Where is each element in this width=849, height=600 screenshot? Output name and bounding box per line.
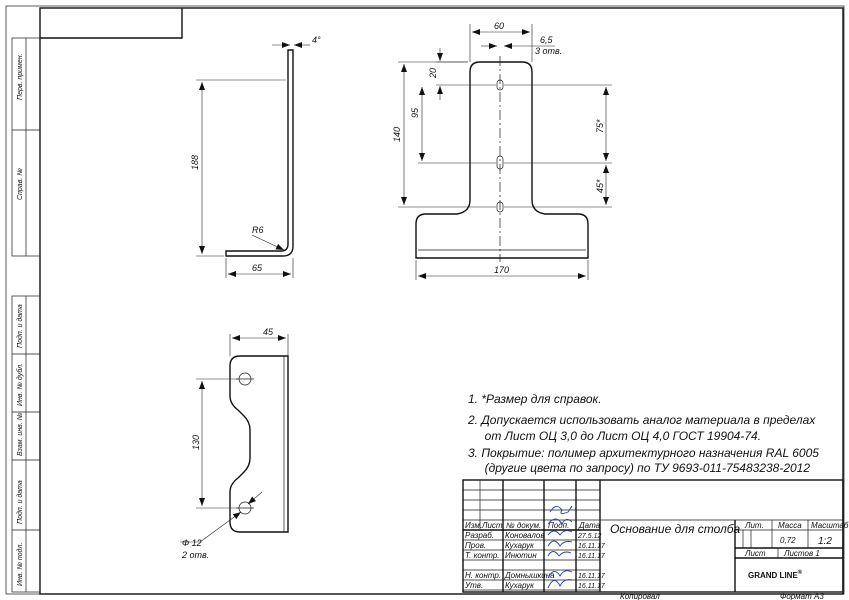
dim-angle: 4° [312, 35, 321, 45]
note-3: 3. Покрытие: полимер архитектурного назн… [468, 446, 819, 460]
sheet-label: Лист [744, 549, 766, 558]
label-inv-dubl: Инв. № дубл. [16, 363, 24, 406]
dim-base-width: 170 [494, 265, 509, 275]
row-role-tkontr: Т. контр. [465, 551, 500, 560]
signatures [547, 505, 573, 589]
row-role-nkontr: Н. контр. [465, 571, 501, 580]
dim-plate-hole-spacing: 130 [191, 435, 201, 450]
hdr-doc: № докум. [506, 521, 541, 530]
left-margin-columns [11, 37, 41, 593]
dim-hole-count: 3 отв. [535, 46, 562, 56]
row-role-prov: Пров. [465, 541, 486, 550]
copied-label: Копировал [620, 592, 660, 600]
company-logo: GRAND LINE® [748, 569, 803, 580]
side-view: 4° 188 R6 65 [190, 35, 321, 278]
sheets-label: Листов 1 [783, 549, 820, 558]
note-2-cont: от Лист ОЦ 3,0 до Лист ОЦ 4,0 ГОСТ 19904… [468, 429, 761, 443]
mass-label: Масса [778, 521, 802, 530]
dim-total-height: 140 [392, 127, 402, 142]
dim-height: 188 [190, 155, 200, 170]
dim-width-top: 60 [494, 21, 504, 31]
dim-lower-offset: 45* [595, 179, 605, 193]
row-name-prov: Кухарук [505, 541, 535, 550]
label-inv-podl: Инв. № подл. [16, 543, 24, 586]
plate-view: 45 130 Ф 12 2 отв. [180, 327, 289, 560]
drawing-title: Основание для столба [610, 522, 741, 536]
row-role-utv: Утв. [464, 581, 483, 590]
mass-value: 0,72 [780, 536, 796, 545]
row-date-tkontr: 16.11.17 [578, 553, 606, 560]
hdr-podp: Подп. [548, 521, 569, 530]
title-block: Изм. Лист № докум. Подп. Дата Разраб. Ко… [462, 479, 849, 600]
note-1: 1. *Размер для справок. [468, 392, 602, 406]
label-vzam-inv: Взам. инв. № [17, 412, 24, 456]
label-sprav-no: Справ. № [17, 168, 24, 200]
hdr-izm: Изм. [465, 521, 482, 530]
note-3-cont: (другие цвета по запросу) по ТУ 9693-011… [468, 461, 810, 475]
technical-notes: 1. *Размер для справок. 2. Допускается и… [467, 392, 819, 475]
hdr-list: Лист [481, 521, 503, 530]
dim-hole-dia: 6,5 [540, 35, 554, 45]
scale-value: 1:2 [818, 536, 832, 547]
row-name-tkontr: Инютин [505, 551, 537, 560]
left-margin-labels: Перв. примен. Справ. № Подп. и дата Инв.… [16, 53, 24, 586]
dim-base-length: 65 [252, 263, 263, 273]
format-label: Формат А3 [780, 592, 824, 600]
dim-plate-hole-dia: Ф 12 [182, 538, 202, 548]
row-date-utv: 16.11.17 [578, 583, 606, 590]
label-podp-data-2: Подп. и дата [16, 480, 24, 524]
row-date-prov: 16.11.17 [578, 543, 606, 550]
dim-plate-hole-count: 2 отв. [181, 550, 209, 560]
row-name-nkontr: Домнышкина [504, 571, 555, 580]
row-date-razrab: 27.5.12 [577, 533, 601, 540]
front-view: 60 6,5 3 отв. 20 95 140 75* 45* 1 [392, 21, 612, 280]
sheet-frame [5, 5, 845, 595]
note-2: 2. Допускается использовать аналог матер… [467, 413, 816, 427]
row-date-nkontr: 16.11.17 [578, 573, 606, 580]
dim-radius: R6 [252, 225, 264, 235]
scale-label: Масштаб [811, 521, 849, 530]
row-name-utv: Кухарук [505, 581, 535, 590]
lit-label: Лит. [744, 521, 764, 530]
row-role-razrab: Разраб. [465, 531, 494, 540]
dim-top-offset: 20 [428, 68, 438, 79]
hdr-date: Дата [578, 521, 601, 530]
label-perv-primen: Перв. примен. [17, 53, 24, 100]
dim-hole-spacing-2: 75* [595, 119, 605, 133]
label-podp-data-1: Подп. и дата [16, 304, 24, 348]
dim-plate-width: 45 [263, 327, 274, 337]
dim-hole-spacing-1: 95 [410, 107, 420, 118]
row-name-razrab: Коновалов [505, 531, 545, 540]
